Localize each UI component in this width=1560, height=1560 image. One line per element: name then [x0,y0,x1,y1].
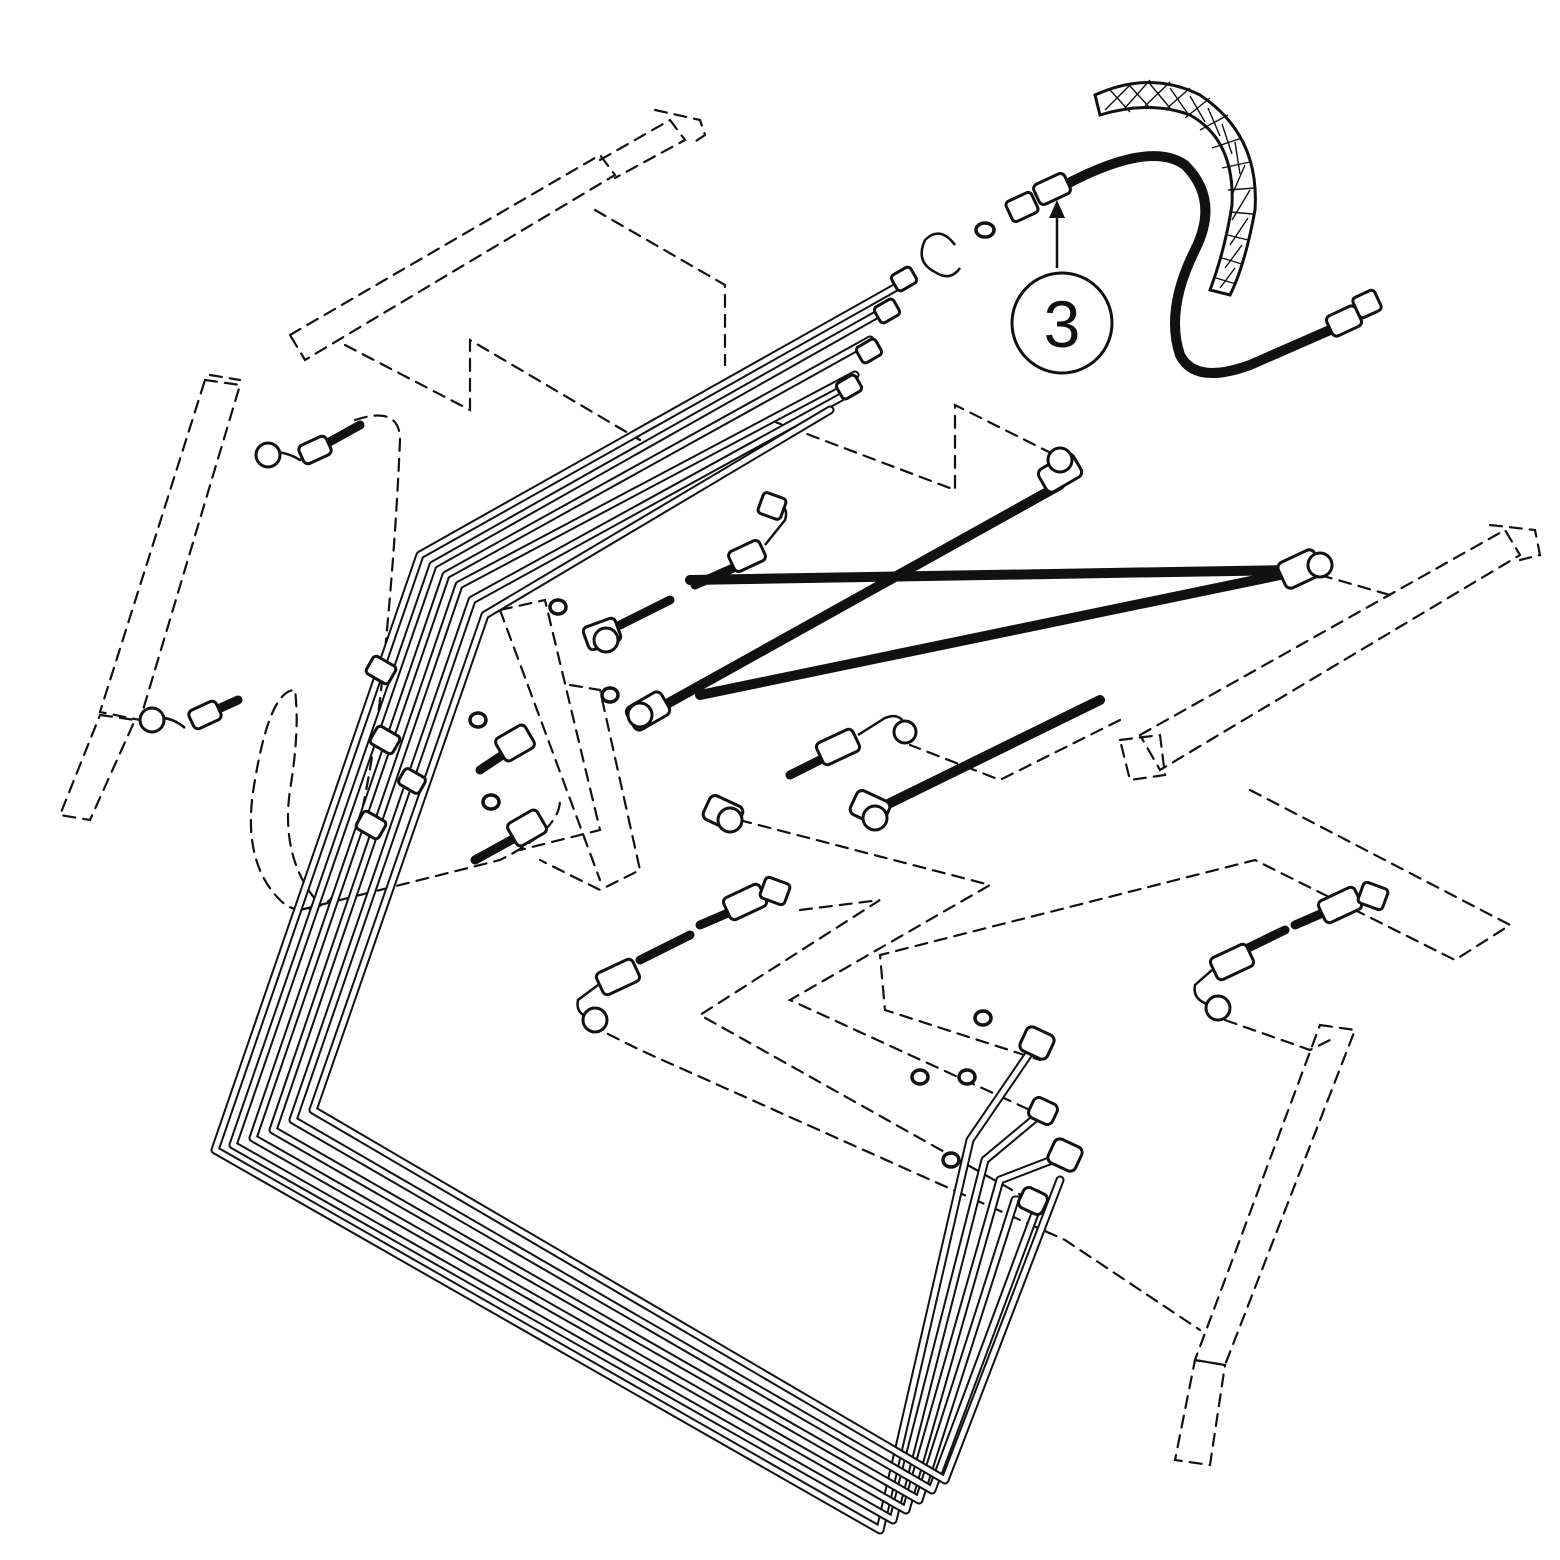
callout-3: 3 [1010,200,1114,375]
rigid-tube-bundle [210,280,1070,1535]
left-hoses [138,420,365,734]
o-ring-seal-icon [974,221,996,239]
o-ring-seal-icon [910,1068,930,1086]
o-ring-seal-icon [481,793,501,811]
lower-hoses [576,875,1390,1034]
o-ring-seal-icon [548,598,568,616]
o-ring-seal-icon [600,686,620,704]
tube-end-fittings-lower [1017,1025,1084,1216]
o-ring-seal-icon [468,711,488,729]
bundle-side-fittings [354,654,427,841]
callout-number: 3 [1044,287,1081,361]
tube-end-fittings-upper [834,265,919,401]
o-ring-seal-icon [941,1151,961,1169]
phantom-cylinder-lower-right [1193,1023,1357,1367]
callout-circle [1010,271,1114,375]
braided-hose-assembly [1004,79,1383,378]
phantom-cylinder-right [1138,528,1522,772]
phantom-outlines [58,108,1542,1467]
phantom-cylinder-top [288,153,617,362]
braided-sleeve [1093,81,1257,297]
long-hose-center [660,480,1065,710]
o-ring-seal-icon [973,1009,993,1027]
center-hoses [470,446,1084,865]
long-hose-right [685,565,1295,585]
o-ring-seal-icon [957,1068,977,1086]
retaining-clip-icon [920,232,962,278]
phantom-cylinder-left [98,378,242,722]
right-center-hoses [685,548,1334,834]
o-ring-seals [468,221,996,1169]
